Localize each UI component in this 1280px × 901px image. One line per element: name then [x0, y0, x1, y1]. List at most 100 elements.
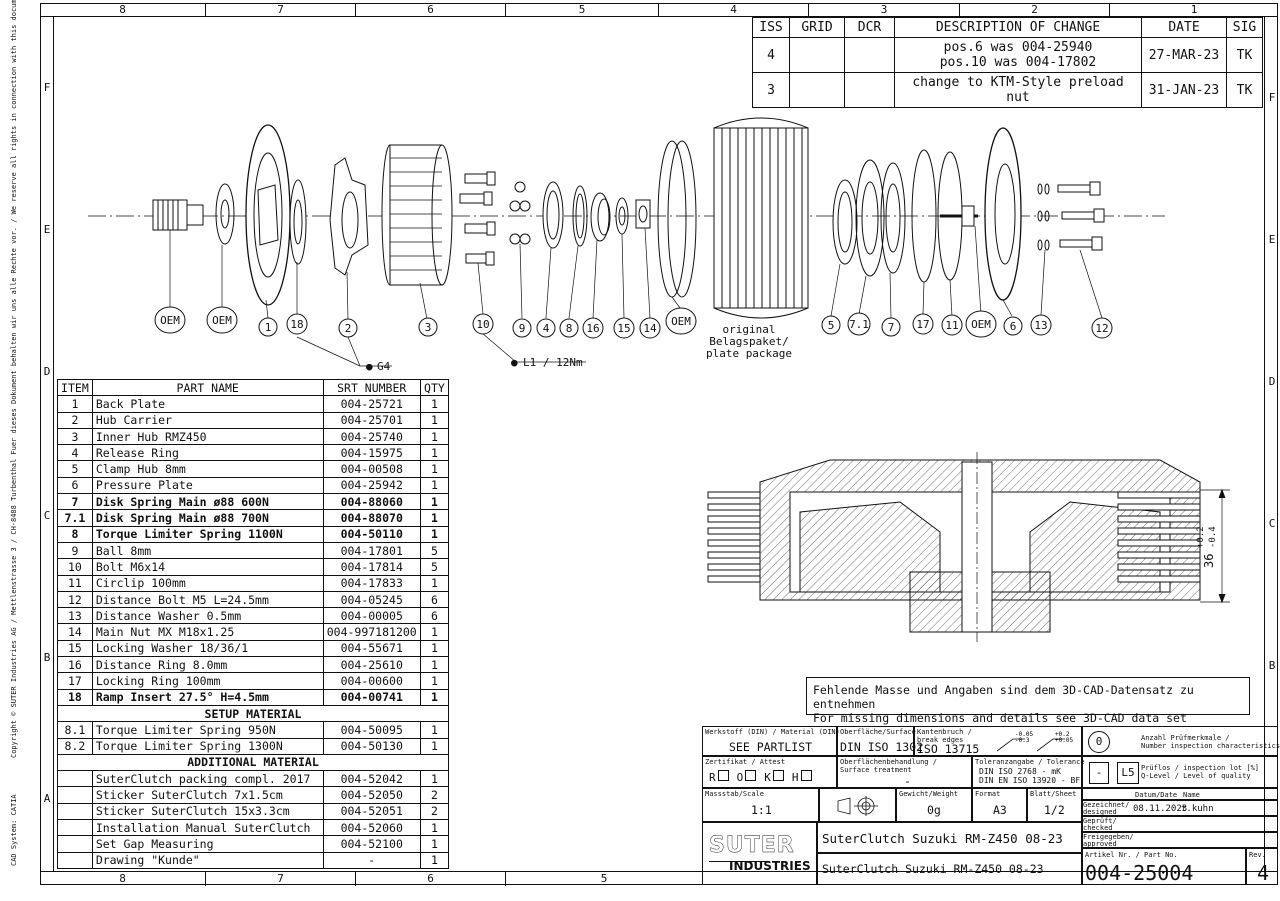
dimension-36: 36 [1202, 554, 1216, 568]
zone-row-d: D [43, 365, 51, 378]
rev-dcr [844, 37, 895, 73]
balloon-11: 11 [941, 314, 963, 336]
bom-header-item: ITEM [57, 378, 93, 397]
bom-part-name: Hub Carrier [91, 411, 324, 429]
g4-glue-symbol: ● [366, 360, 373, 373]
bom-srt-number: 004-17833 [322, 574, 421, 592]
part-number-value: 004-25004 [1085, 861, 1194, 885]
svg-text:7: 7 [888, 321, 895, 334]
rev-iss: 3 [752, 72, 790, 108]
bom-srt-number: 004-17801 [322, 541, 421, 560]
bom-qty: 1 [419, 770, 450, 788]
balloon-oem: OEM [965, 310, 997, 338]
plate-package-label-2: Belagspaket/ [709, 335, 788, 348]
bom-header-number: SRT NUMBER [322, 378, 421, 397]
zone-col-2: 2 [960, 3, 1110, 17]
bom-item: 7 [57, 493, 93, 511]
plate-stack-right [1117, 491, 1201, 583]
section-title: ADDITIONAL MATERIAL [57, 753, 449, 772]
zone-row-b: B [1268, 659, 1276, 672]
bom-qty: 1 [419, 525, 450, 543]
bom-srt-number: 004-88070 [322, 509, 421, 527]
bom-item [57, 835, 93, 853]
edges-cell: Kantenbruch / break edges ISO 13715 -0.0… [914, 726, 1082, 756]
sheet-value: 1/2 [1044, 803, 1065, 817]
svg-text:1: 1 [265, 321, 272, 334]
plate-package-label-1: original [723, 323, 776, 336]
designed-row: Gezeichnet/ designed 08.11.2023 t.kuhn [1082, 800, 1278, 816]
l1-torque-callout: L1 / 12Nm [523, 356, 583, 369]
release-ring-part [542, 181, 564, 249]
bom-item: 8 [57, 525, 93, 543]
title-line-1: SuterClutch Suzuki RM-Z450 08-23 [817, 822, 1082, 853]
bom-srt-number: 004-55671 [322, 639, 421, 658]
bom-part-name: Bolt M6x14 [91, 558, 324, 576]
cert-h-checkbox[interactable] [800, 770, 812, 781]
rev-grid [789, 72, 845, 108]
bom-part-name: Drawing "Kunde" [91, 851, 324, 869]
bom-srt-number: 004-17814 [322, 558, 421, 576]
zone-strip-left: F E D C B A [40, 17, 54, 871]
bom-qty: 1 [419, 460, 450, 478]
bom-qty: 1 [419, 493, 450, 511]
bom-part-name: Set Gap Measuring [91, 835, 324, 853]
svg-text:11: 11 [945, 319, 958, 332]
main-nut-part [635, 199, 651, 229]
bom-part-name: Torque Limiter Spring 950N [91, 721, 324, 739]
rev-header-description: DESCRIPTION OF CHANGE [894, 17, 1142, 38]
svg-text:-0.05: -0.05 [1015, 731, 1033, 738]
balloon-10: 10 [472, 313, 494, 335]
zone-col-5: 5 [600, 872, 608, 885]
svg-text:13: 13 [1034, 319, 1047, 332]
bom-part-name: Disk Spring Main ø88 700N [91, 509, 324, 527]
back-plate-part [245, 124, 291, 306]
cert-r-checkbox[interactable] [717, 770, 729, 781]
zone-col-7: 7 [206, 872, 356, 886]
cert-k-checkbox[interactable] [772, 770, 784, 781]
bom-item: 11 [57, 574, 93, 592]
bom-item: 1 [57, 395, 93, 413]
zone-col-1: 1 [1190, 3, 1198, 16]
cert-o-checkbox[interactable] [745, 770, 757, 781]
bom-section-header: SETUP MATERIAL [57, 704, 449, 723]
bom-item: 4 [57, 444, 93, 462]
bom-srt-number: 004-25740 [322, 427, 421, 446]
zone-col-8: 8 [40, 3, 206, 17]
svg-text:4: 4 [543, 322, 550, 335]
distance-washer-parts [1037, 183, 1050, 251]
rev-header-grid: GRID [789, 17, 845, 38]
bom-item: 7.1 [57, 509, 93, 527]
dimension-tol-upper: +0.2 [1196, 526, 1206, 548]
bom-qty: 1 [419, 639, 450, 658]
ramp-insert-part [289, 179, 307, 265]
zone-col-3: 3 [809, 3, 960, 17]
balloon-1: 1 [258, 317, 278, 337]
bom-part-name: Torque Limiter Spring 1100N [91, 525, 324, 543]
svg-text:8: 8 [566, 322, 573, 335]
bom-qty: 1 [419, 851, 450, 869]
revision-cell: Rev. 4 [1246, 848, 1278, 885]
bom-item: 2 [57, 411, 93, 429]
bom-header-name: PART NAME [91, 378, 324, 397]
bom-srt-number: 004-05245 [322, 590, 421, 609]
approvals-header: Datum/Date Name [1082, 788, 1278, 800]
rev-iss: 4 [752, 37, 790, 73]
bom-item: 9 [57, 541, 93, 560]
bom-item: 13 [57, 607, 93, 625]
svg-text:14: 14 [643, 322, 657, 335]
zone-col-6: 6 [356, 872, 506, 886]
bom-qty: 1 [419, 656, 450, 674]
rev-header-iss: ISS [752, 17, 790, 38]
zone-col-4: 4 [659, 3, 809, 17]
